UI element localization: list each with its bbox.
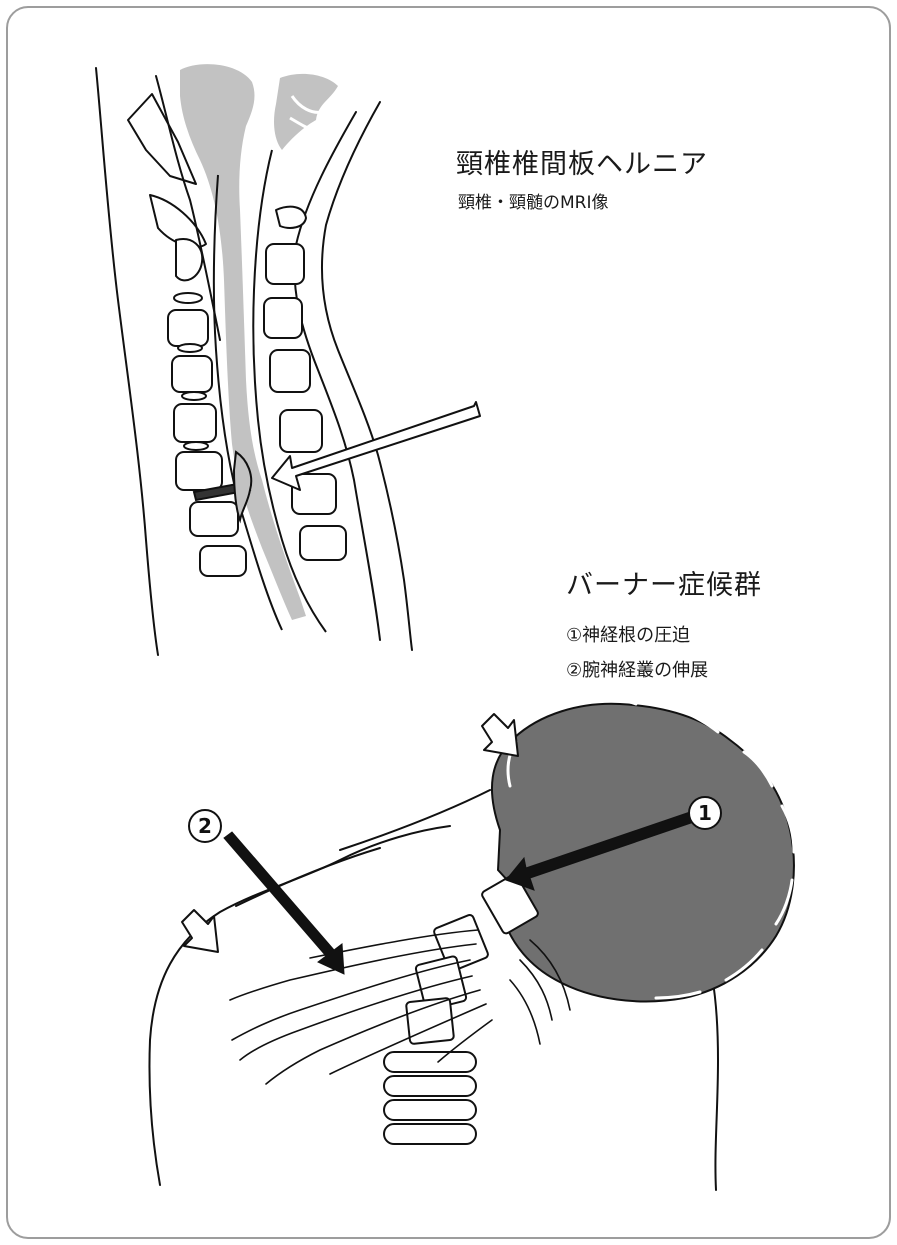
disc-small-2 (177, 343, 203, 353)
vertebra-c5 (269, 349, 311, 393)
lamina-7 (199, 545, 247, 577)
arrow-2 (223, 831, 345, 975)
posterior-ligament (155, 75, 221, 341)
hair-spikes (506, 697, 796, 1000)
burner-title: バーナー症候群 (566, 570, 762, 601)
marker-1: 1 (688, 796, 722, 830)
disc-small-3 (181, 391, 207, 401)
neck-line (235, 847, 381, 907)
cerebellum-folia (289, 95, 323, 134)
lamina-2 (167, 309, 209, 347)
thoracic-ring-3 (383, 1099, 477, 1121)
head-push-arrow (481, 713, 519, 757)
mri-subtitle: 頸椎・頸髄のMRI像 (458, 193, 609, 213)
airway-outline (293, 111, 381, 641)
lamina-5 (175, 451, 223, 491)
vertebra-c3 (265, 243, 305, 285)
posterior-process-1 (149, 194, 207, 249)
vertebra-c6 (279, 409, 323, 453)
posterior-column-line (212, 174, 283, 631)
thoracic-ring-1 (383, 1051, 477, 1073)
mri-illustration (95, 67, 413, 656)
lamina-3 (171, 355, 213, 393)
occipital-bone (127, 93, 197, 185)
marker-2: 2 (188, 809, 222, 843)
thoracic-ring-2 (383, 1075, 477, 1097)
cause-item-1: ①神経根の圧迫 (566, 625, 691, 646)
lamina-6 (189, 501, 239, 537)
vertebral-bodies (263, 205, 347, 561)
mri-arrow (271, 401, 481, 491)
thoracic-ring-4 (383, 1123, 477, 1145)
vertebra-c4 (263, 297, 303, 339)
disc-small-1 (173, 292, 203, 304)
shoulder-push-arrow (181, 909, 219, 953)
lamina-1 (175, 238, 204, 282)
vertebra-c2 (275, 205, 307, 229)
arrow-1 (505, 811, 695, 891)
vertebra-c7 (291, 473, 337, 515)
brachial-plexus (229, 929, 571, 1085)
left-shoulder (148, 825, 451, 1186)
lamina-4 (173, 403, 217, 443)
cause-item-2: ②腕神経叢の伸展 (566, 660, 709, 681)
skin-outline-front (321, 101, 413, 651)
hernia-bulge (232, 450, 253, 524)
skin-outline-back (95, 67, 159, 656)
cerebellum (274, 73, 338, 150)
upper-neck (339, 789, 491, 851)
cervical-column (383, 873, 539, 1145)
anterior-column-line (252, 149, 327, 633)
mri-title: 頸椎椎間板ヘルニア (456, 149, 708, 180)
spinal-cord (180, 64, 306, 620)
posterior-elements (167, 238, 247, 577)
cervical-block-1 (481, 873, 539, 935)
disc-small-4 (183, 441, 209, 451)
vertebra-t1 (299, 525, 347, 561)
head (490, 702, 795, 1003)
